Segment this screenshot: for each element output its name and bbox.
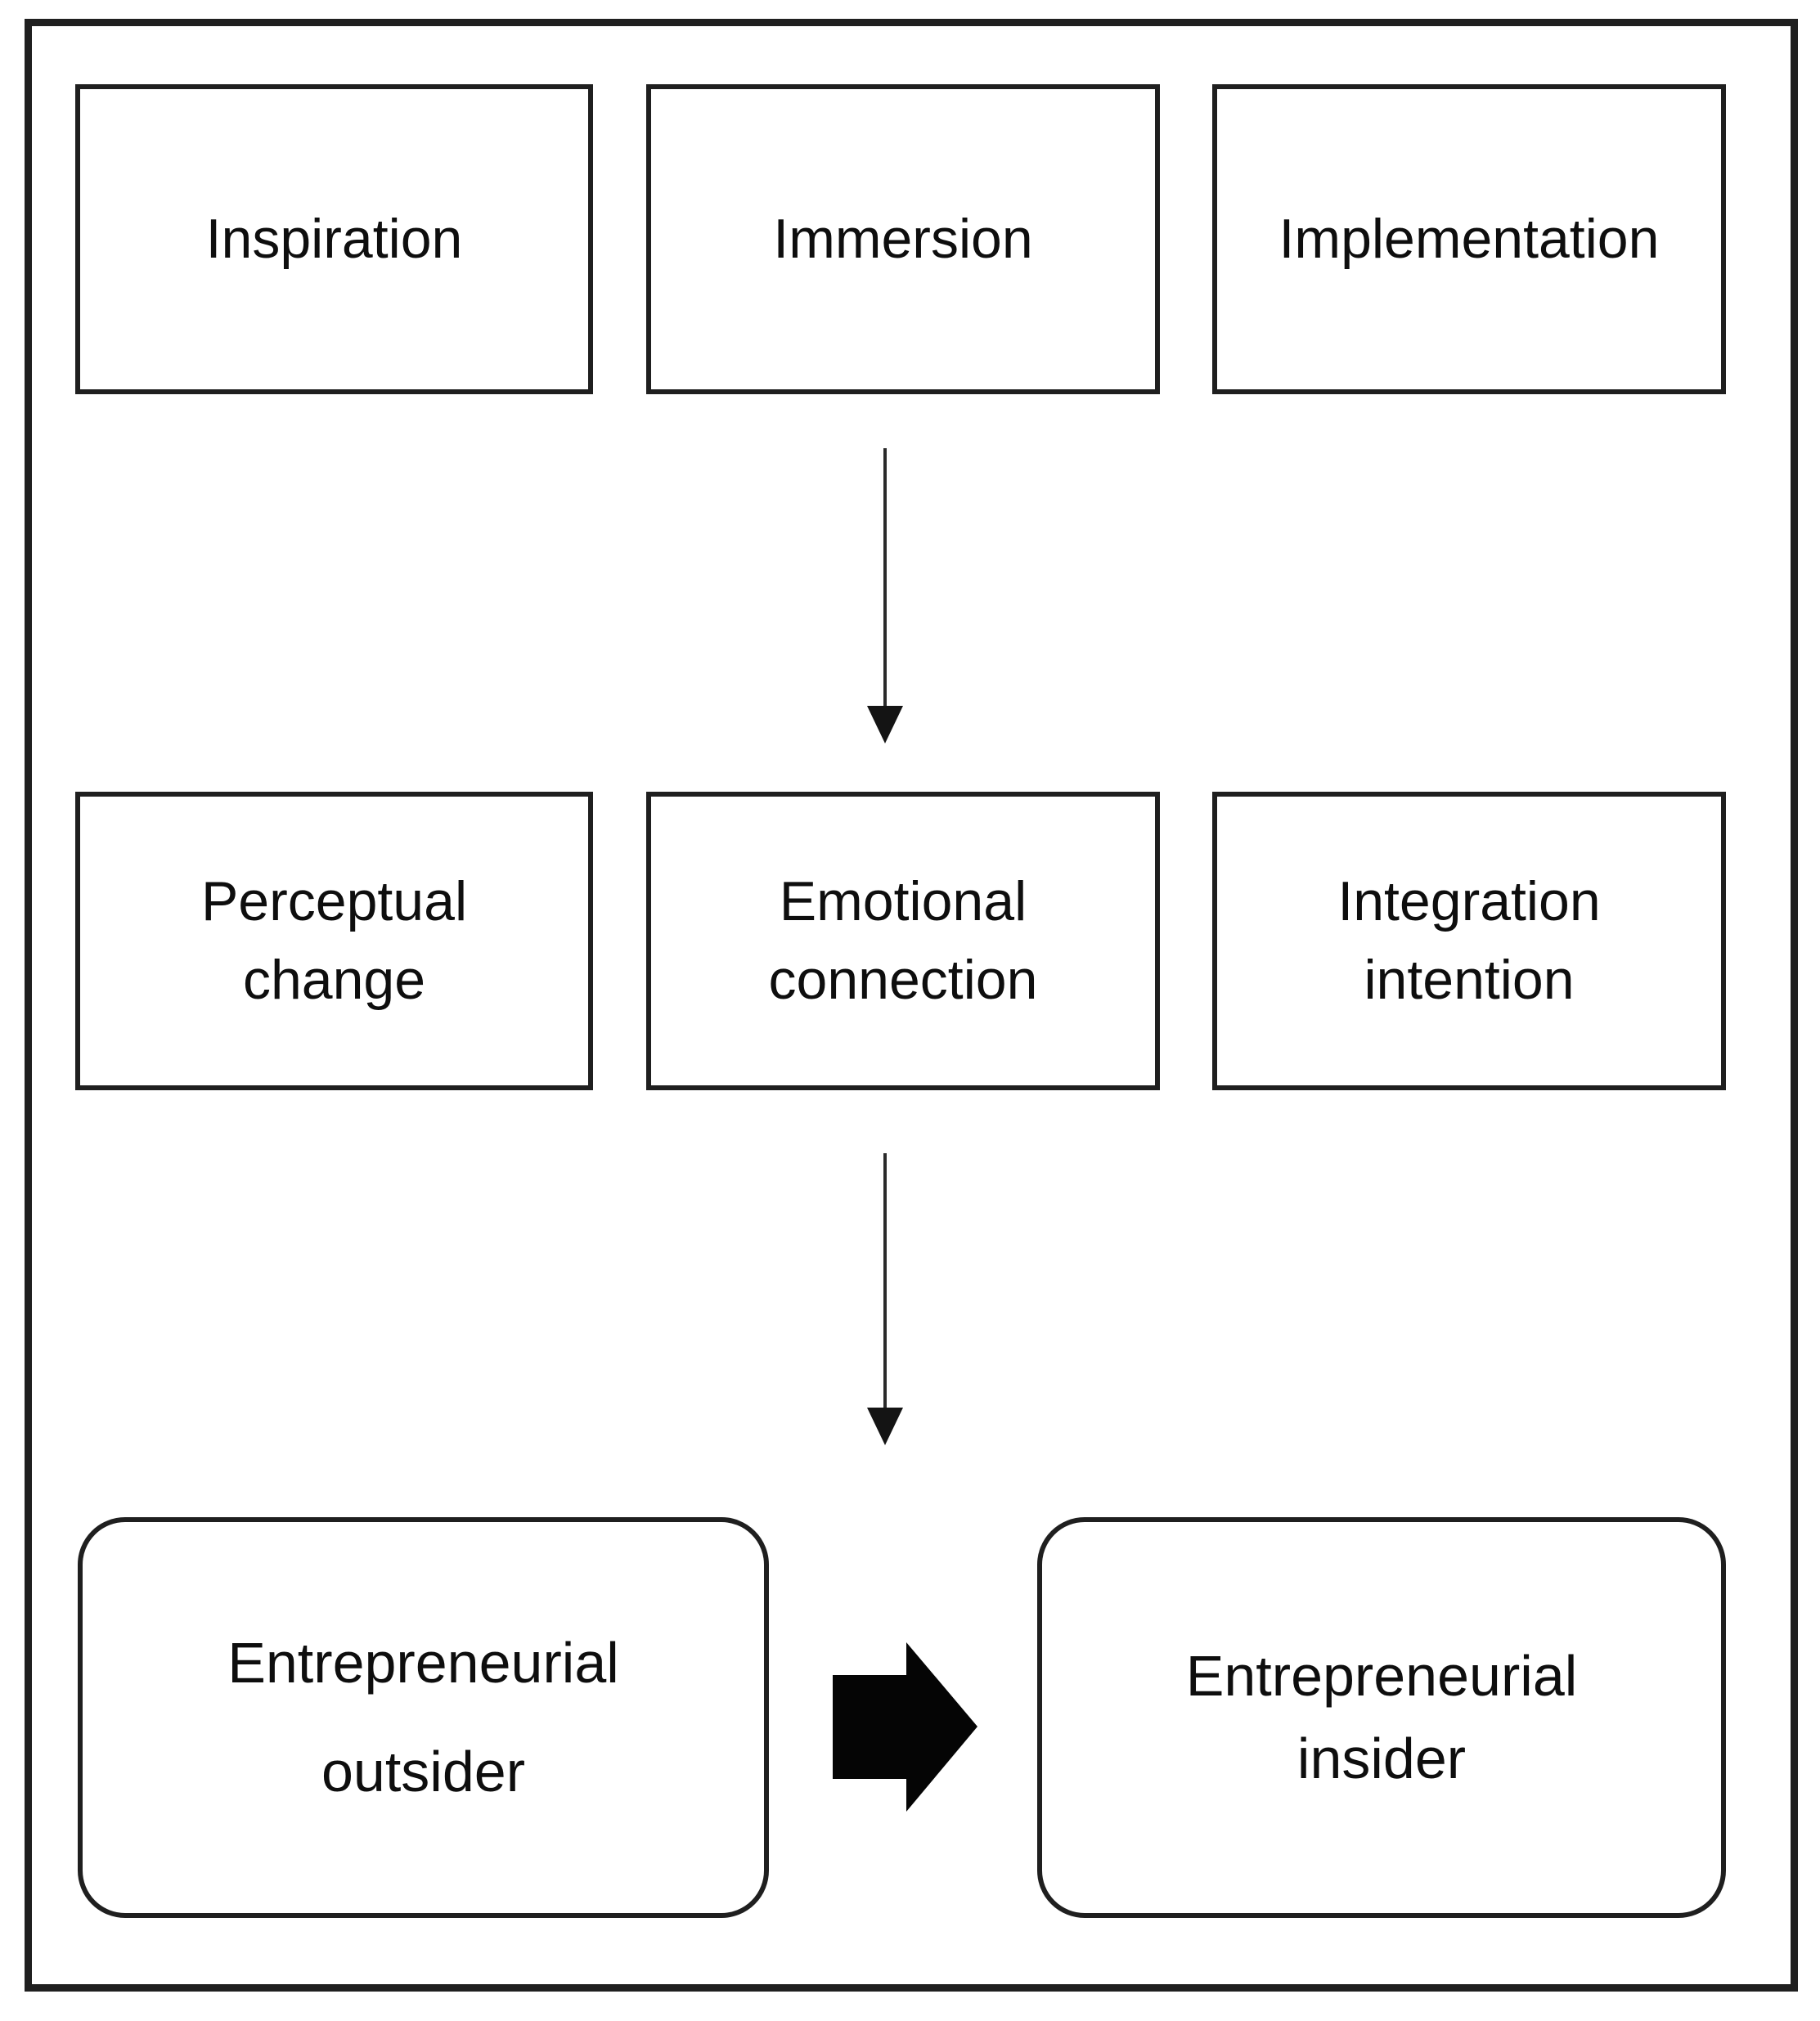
box-emotional-connection-line2: connection (768, 948, 1038, 1011)
box-implementation-label: Implementation (1278, 207, 1660, 270)
box-inspiration-label: Inspiration (205, 207, 463, 270)
box-perceptual-change-line1: Perceptual (200, 870, 468, 933)
box-perceptual-change-line2: change (242, 948, 426, 1011)
box-immersion: Immersion (646, 84, 1160, 394)
box-entrepreneurial-insider-line2: insider (1296, 1727, 1467, 1790)
down-arrow-icon (883, 448, 887, 707)
box-perceptual-change: Perceptual change (75, 792, 593, 1090)
box-emotional-connection: Emotional connection (646, 792, 1160, 1090)
down-arrow-head-icon (867, 706, 903, 743)
box-integration-intention-line1: Integration (1337, 870, 1601, 933)
box-entrepreneurial-outsider-line2: outsider (321, 1740, 526, 1803)
box-integration-intention-line2: intention (1364, 948, 1575, 1011)
box-entrepreneurial-insider-line1: Entrepreneurial (1185, 1643, 1578, 1708)
down-arrow-head-icon (867, 1408, 903, 1445)
down-arrow-icon (883, 1153, 887, 1409)
box-entrepreneurial-outsider: Entrepreneurial outsider (78, 1517, 769, 1918)
box-implementation: Implementation (1212, 84, 1726, 394)
box-immersion-label: Immersion (773, 207, 1033, 270)
box-integration-intention: Integration intention (1212, 792, 1726, 1090)
box-emotional-connection-line1: Emotional (779, 870, 1027, 933)
box-inspiration: Inspiration (75, 84, 593, 394)
box-entrepreneurial-insider: Entrepreneurial insider (1037, 1517, 1726, 1918)
right-arrow-icon (833, 1642, 977, 1812)
box-entrepreneurial-outsider-line1: Entrepreneurial (227, 1631, 619, 1695)
